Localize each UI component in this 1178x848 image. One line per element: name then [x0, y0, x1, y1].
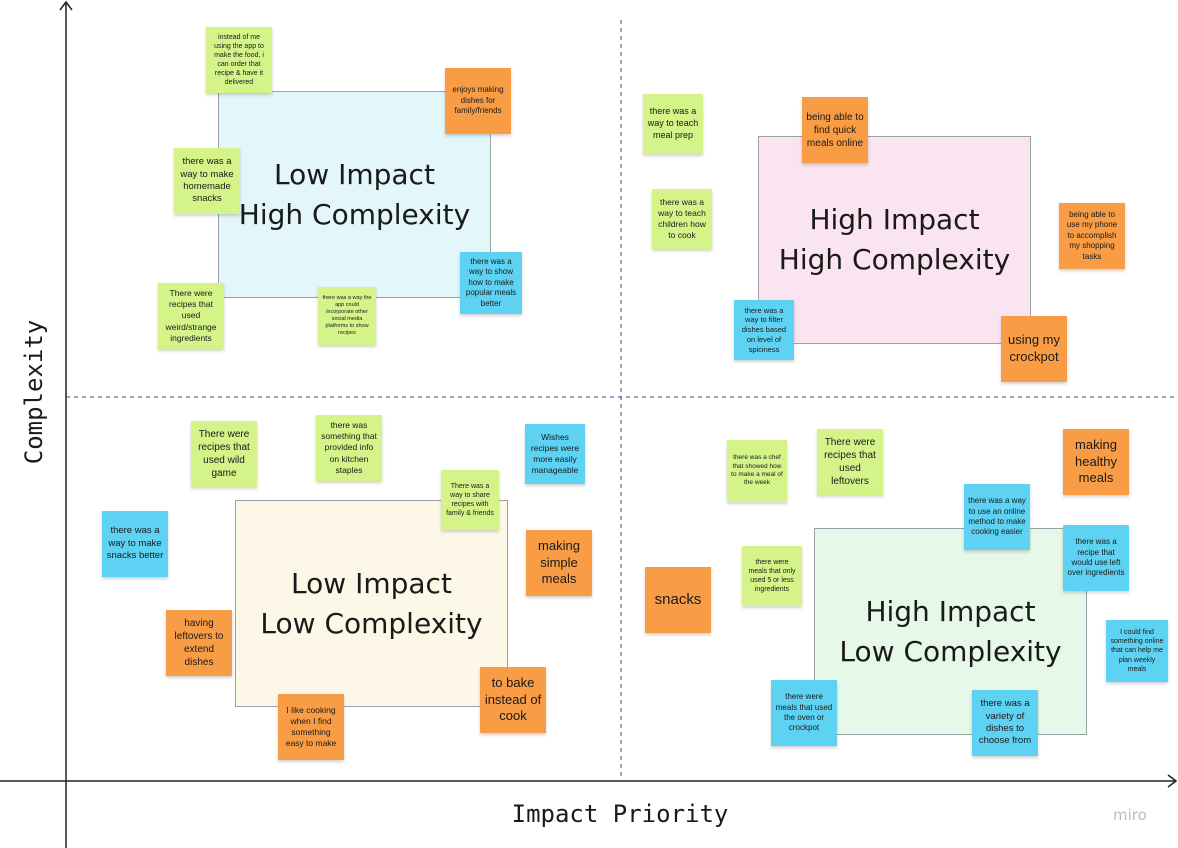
- quadrant-title: Low Impact Low Complexity: [260, 566, 483, 640]
- sticky-note[interactable]: There was a way to share recipes with fa…: [441, 470, 499, 530]
- y-axis-arrow: [59, 0, 73, 11]
- sticky-note[interactable]: I could find something online that can h…: [1106, 620, 1168, 682]
- sticky-note[interactable]: Wishes recipes were more easily manageab…: [525, 424, 585, 484]
- sticky-note[interactable]: there was a way to make homemade snacks: [174, 148, 240, 214]
- sticky-note[interactable]: having leftovers to extend dishes: [166, 610, 232, 676]
- y-axis-label: Complexity: [20, 319, 48, 465]
- quadrant-title: High Impact High Complexity: [778, 203, 1011, 276]
- sticky-note[interactable]: there was a variety of dishes to choose …: [972, 690, 1038, 756]
- quadrant-low-impact-low-complexity[interactable]: Low Impact Low Complexity: [235, 500, 508, 707]
- quadrant-title: Low Impact High Complexity: [238, 157, 471, 231]
- sticky-note[interactable]: there was a recipe that would use left o…: [1063, 525, 1129, 591]
- sticky-note[interactable]: There were recipes that used wild game: [191, 421, 257, 487]
- sticky-note[interactable]: there was a way to filter dishes based o…: [734, 300, 794, 360]
- sticky-note[interactable]: there was a chef that showed how to make…: [727, 440, 787, 502]
- sticky-note[interactable]: being able to use my phone to accomplish…: [1059, 203, 1125, 269]
- sticky-note[interactable]: there was a way to use an online method …: [964, 484, 1030, 550]
- quadrant-title: High Impact Low Complexity: [839, 594, 1062, 668]
- sticky-note[interactable]: making simple meals: [526, 530, 592, 596]
- sticky-note[interactable]: instead of me using the app to make the …: [206, 27, 272, 93]
- sticky-note[interactable]: to bake instead of cook: [480, 667, 546, 733]
- sticky-note[interactable]: There were recipes that used leftovers: [817, 429, 883, 495]
- sticky-note[interactable]: there was a way to show how to make popu…: [460, 252, 522, 314]
- sticky-note[interactable]: There were recipes that used weird/stran…: [158, 283, 224, 349]
- x-axis-arrow: [1167, 774, 1178, 788]
- sticky-note[interactable]: there was a way to make snacks better: [102, 511, 168, 577]
- sticky-note[interactable]: making healthy meals: [1063, 429, 1129, 495]
- sticky-note[interactable]: using my crockpot: [1001, 316, 1067, 382]
- sticky-note[interactable]: there was a way to teach meal prep: [643, 94, 703, 154]
- sticky-note[interactable]: there was something that provided info o…: [316, 415, 382, 481]
- quadrant-low-impact-high-complexity[interactable]: Low Impact High Complexity: [218, 91, 491, 298]
- quadrant-high-impact-low-complexity[interactable]: High Impact Low Complexity: [814, 528, 1087, 735]
- x-axis-label: Impact Priority: [511, 800, 729, 828]
- quadrant-high-impact-high-complexity[interactable]: High Impact High Complexity: [758, 136, 1031, 344]
- sticky-note[interactable]: snacks: [645, 567, 711, 633]
- sticky-note[interactable]: I like cooking when I find something eas…: [278, 694, 344, 760]
- sticky-note[interactable]: being able to find quick meals online: [802, 97, 868, 163]
- sticky-note[interactable]: there was a way the app could incorporat…: [318, 287, 376, 345]
- sticky-note[interactable]: there were meals that only used 5 or les…: [742, 546, 802, 606]
- sticky-note[interactable]: there were meals that used the oven or c…: [771, 680, 837, 746]
- miro-watermark: miro: [1113, 806, 1147, 824]
- sticky-note[interactable]: there was a way to teach children how to…: [652, 189, 712, 249]
- sticky-note[interactable]: enjoys making dishes for family/friends: [445, 68, 511, 134]
